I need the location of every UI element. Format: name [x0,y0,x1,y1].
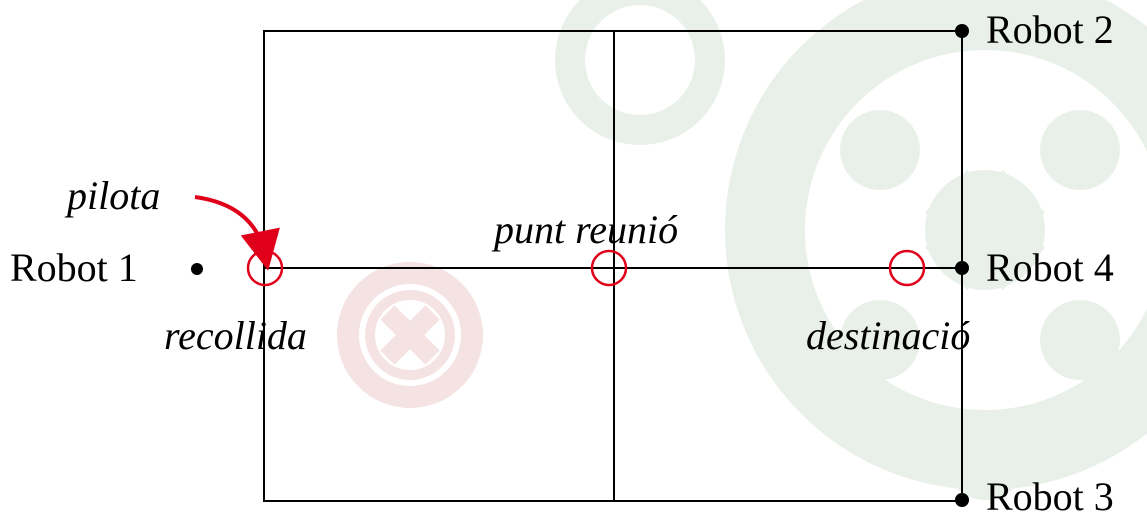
robot3-label: Robot 3 [986,477,1114,517]
robot3-dot [955,493,969,507]
pilota-label: pilota [67,176,160,216]
robot2-dot [955,24,969,38]
robot1-label: Robot 1 [10,248,138,288]
robot4-label: Robot 4 [986,248,1114,288]
red-gear-watermark-icon [337,262,483,408]
robot1-dot [191,263,203,275]
punt-reunio-label: punt reunió [494,210,678,250]
robot4-dot [955,261,969,275]
destinacio-label: destinació [806,316,970,356]
robot2-label: Robot 2 [986,10,1114,50]
pilota-arrow [195,197,265,255]
recollida-label: recollida [164,316,307,356]
